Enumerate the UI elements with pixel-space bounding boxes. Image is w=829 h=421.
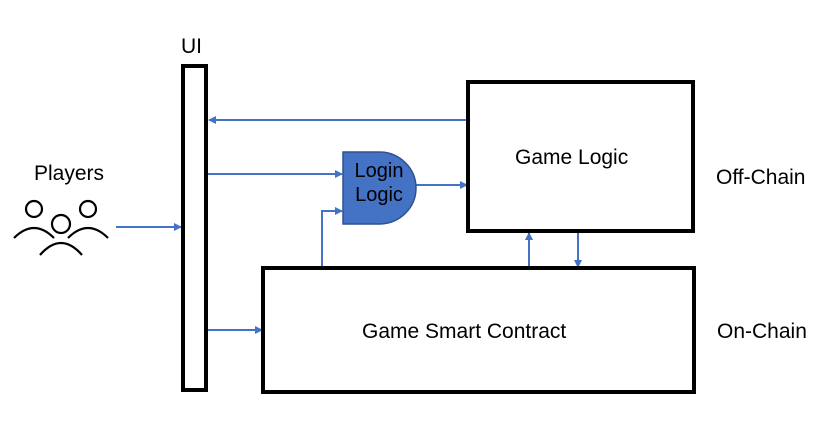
smart-contract-label: Game Smart Contract [362, 320, 567, 343]
login-logic-label: Login Logic [339, 159, 419, 207]
game-logic-box: Game Logic [466, 80, 695, 233]
game-logic-label: Game Logic [515, 146, 629, 169]
arrow-contract-to-login [321, 207, 343, 268]
ui-bar [181, 64, 208, 392]
off-chain-label: Off-Chain [716, 166, 806, 189]
smart-contract-box: Game Smart Contract [261, 266, 696, 394]
login-logic-line-2: Logic [355, 184, 403, 206]
ui-label: UI [181, 35, 202, 58]
on-chain-label: On-Chain [717, 320, 807, 343]
login-logic-shape [342, 151, 417, 225]
people-group-icon [13, 199, 109, 256]
players-label: Players [34, 162, 105, 185]
login-logic-line-1: Login [354, 160, 404, 182]
